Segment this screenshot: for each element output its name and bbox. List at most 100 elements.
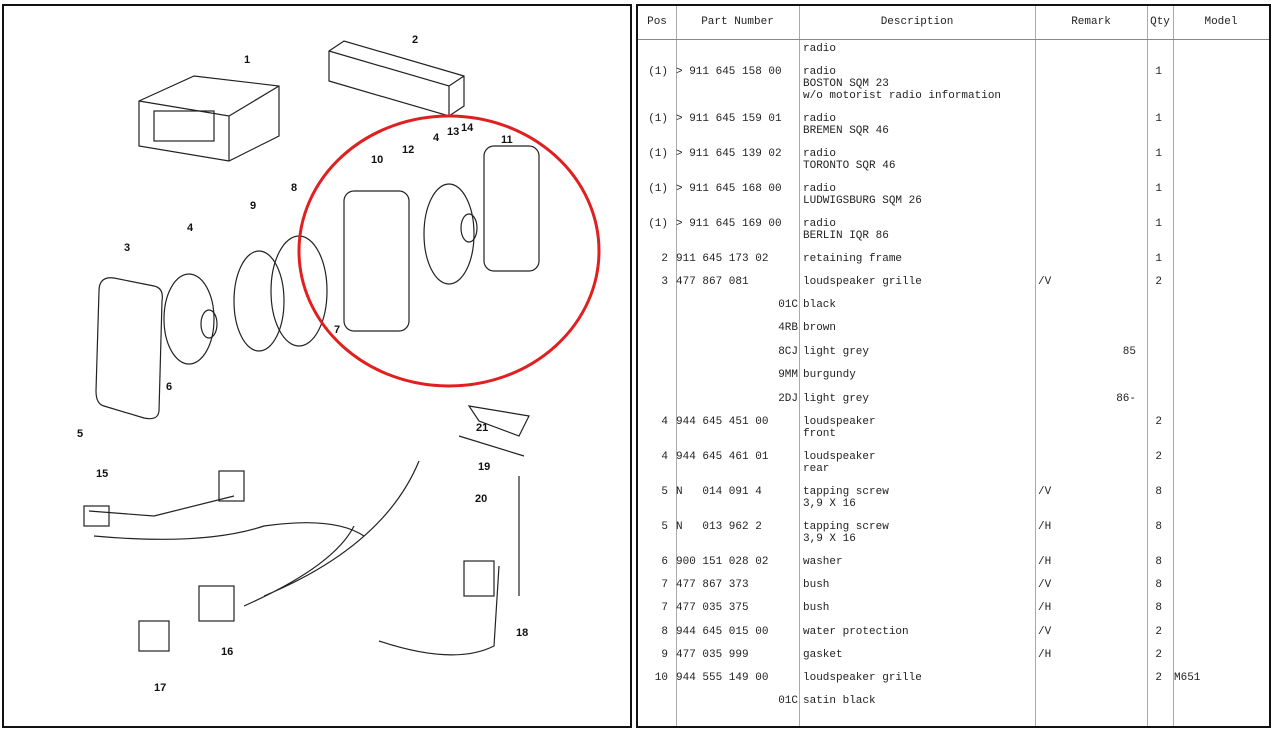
qty-cell: 1 — [1155, 148, 1162, 160]
qty-cell: 8 — [1155, 486, 1162, 498]
description-cell: retaining frame — [803, 253, 903, 265]
callout-20: 20 — [475, 493, 488, 505]
remark-cell: /V — [1038, 276, 1052, 288]
part-number-cell: 944 645 015 00 — [676, 626, 769, 638]
part-number-cell: > 911 645 159 01 — [676, 113, 782, 125]
remark-cell: /H — [1038, 602, 1052, 614]
pos-cell: (1) — [648, 66, 668, 78]
description-cell: radio TORONTO SQR 46 — [803, 148, 896, 172]
header-remark: Remark — [1071, 16, 1111, 28]
radio-unit — [138, 75, 280, 162]
callout-6: 6 — [166, 381, 173, 393]
table-header: Pos Part Number Description Remark Qty M… — [638, 6, 1269, 40]
pos-cell: 2 — [661, 253, 668, 265]
callout-2: 2 — [412, 34, 419, 46]
part-number-cell: 477 867 373 — [676, 579, 749, 591]
header-model: Model — [1204, 16, 1238, 28]
part-number-cell: N 013 962 2 — [676, 521, 762, 533]
remark-cell: /V — [1038, 579, 1052, 591]
part-number-cell: > 911 645 169 00 — [676, 218, 782, 230]
callout-17: 17 — [154, 682, 167, 694]
pos-cell: 9 — [661, 649, 668, 661]
part-number-cell: 01C — [778, 299, 798, 311]
grille-10 — [343, 190, 410, 332]
description-cell: tapping screw 3,9 X 16 — [803, 521, 889, 545]
description-cell: bush — [803, 602, 830, 614]
header-part-number: Part Number — [701, 16, 774, 28]
description-cell: washer — [803, 556, 843, 568]
header-pos: Pos — [647, 16, 667, 28]
part-number-cell: 01C — [778, 695, 798, 707]
callout-10: 10 — [371, 154, 384, 166]
exploded-parts-diagram: 1 2 3 4 5 6 7 8 9 10 11 12 13 4 14 15 16… — [2, 4, 632, 728]
parts-table: Pos Part Number Description Remark Qty M… — [636, 4, 1271, 728]
callout-16: 16 — [221, 646, 234, 658]
description-cell: radio BERLIN IQR 86 — [803, 218, 889, 242]
description-cell: water protection — [803, 626, 909, 638]
qty-cell: 2 — [1155, 276, 1162, 288]
part-number-cell: > 911 645 168 00 — [676, 183, 782, 195]
relay-17 — [138, 620, 170, 652]
remark-cell: 86- — [1116, 393, 1136, 405]
callout-21: 21 — [476, 422, 489, 434]
retaining-plate-11 — [483, 145, 540, 272]
description-cell: tapping screw 3,9 X 16 — [803, 486, 889, 510]
description-cell: black — [803, 299, 837, 311]
callout-15: 15 — [96, 468, 109, 480]
pos-cell: 7 — [661, 602, 668, 614]
part-number-cell: 2DJ — [778, 393, 798, 405]
description-cell: light grey — [803, 393, 870, 405]
description-cell: gasket — [803, 649, 843, 661]
qty-cell: 2 — [1155, 416, 1162, 428]
part-number-cell: 477 035 999 — [676, 649, 749, 661]
qty-cell: 8 — [1155, 556, 1162, 568]
part-number-cell: > 911 645 158 00 — [676, 66, 782, 78]
callout-13: 13 — [447, 126, 460, 138]
pos-cell: 6 — [661, 556, 668, 568]
callout-14: 14 — [461, 122, 474, 134]
description-cell: loudspeaker front — [803, 416, 876, 440]
qty-cell: 8 — [1155, 521, 1162, 533]
callout-7: 7 — [334, 324, 341, 336]
qty-cell: 8 — [1155, 602, 1162, 614]
highlight-circle — [297, 114, 601, 388]
part-number-cell: 944 645 451 00 — [676, 416, 769, 428]
remark-cell: /V — [1038, 626, 1052, 638]
remark-cell: /H — [1038, 521, 1052, 533]
part-number-cell: 8CJ — [778, 346, 798, 358]
remark-cell: /H — [1038, 556, 1052, 568]
callout-9: 9 — [250, 200, 257, 212]
gasket-9 — [233, 250, 285, 352]
callout-18: 18 — [516, 627, 529, 639]
part-number-cell: 9MM — [778, 369, 798, 381]
qty-cell: 2 — [1155, 626, 1162, 638]
description-cell: satin black — [803, 695, 876, 707]
description-cell: loudspeaker grille — [803, 672, 922, 684]
remark-cell: /H — [1038, 649, 1052, 661]
pos-cell: (1) — [648, 148, 668, 160]
qty-cell: 2 — [1155, 451, 1162, 463]
header-qty: Qty — [1150, 16, 1170, 28]
part-number-cell: 477 035 375 — [676, 602, 749, 614]
qty-cell: 1 — [1155, 218, 1162, 230]
callout-3: 3 — [124, 242, 131, 254]
grille-3 — [95, 277, 163, 420]
part-number-cell: 477 867 081 — [676, 276, 749, 288]
pos-cell: 10 — [654, 672, 668, 684]
model-cell: M651 — [1174, 672, 1201, 684]
remark-cell: /V — [1038, 486, 1052, 498]
antenna-cable — [378, 405, 530, 656]
description-cell: light grey — [803, 346, 870, 358]
callout-12: 12 — [402, 144, 415, 156]
pos-cell: (1) — [648, 113, 668, 125]
description-cell: radio LUDWIGSBURG SQM 26 — [803, 183, 922, 207]
part-number-cell: 4RB — [778, 322, 798, 334]
qty-cell: 1 — [1155, 66, 1162, 78]
header-description: Description — [880, 16, 954, 28]
remark-cell: 85 — [1122, 346, 1136, 358]
description-cell: radio BREMEN SQR 46 — [803, 113, 889, 137]
part-number-cell: > 911 645 139 02 — [676, 148, 782, 160]
part-number-cell: 911 645 173 02 — [676, 253, 769, 265]
description-cell: loudspeaker grille — [803, 276, 922, 288]
pos-cell: 4 — [661, 416, 668, 428]
